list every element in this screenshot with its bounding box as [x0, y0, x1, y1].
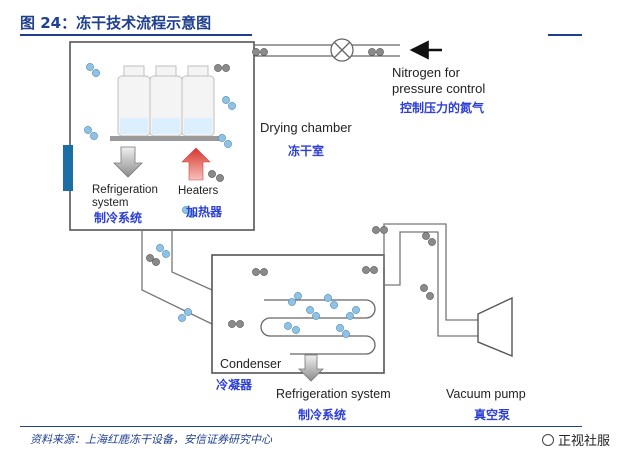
vacuum-pump [477, 296, 513, 358]
refrigeration-label-en-line1: Refrigeration [92, 184, 158, 196]
gas-molecules [146, 48, 436, 328]
refrigeration-label-en-line2: system [92, 197, 128, 209]
condenser-label-en: Condenser [220, 357, 281, 371]
nitrogen-label-en-line2: pressure control [392, 81, 485, 96]
heaters-label-cn: 加热器 [185, 204, 223, 219]
watermark: 正视社服 [541, 430, 610, 449]
title-rule-right [548, 34, 582, 36]
source-note: 资料来源：上海红鹿冻干设备，安信证券研究中心 [30, 433, 272, 446]
heaters-label-en: Heaters [178, 185, 219, 197]
nitrogen-pipe [254, 44, 400, 57]
condenser-refrigeration-arrow [298, 354, 324, 382]
refrigeration-arrow [113, 146, 143, 178]
vacuum-pump-label-en: Vacuum pump [446, 387, 526, 401]
chamber-duct [141, 230, 213, 325]
vials [117, 65, 215, 137]
condenser-refrigeration-label-en: Refrigeration system [276, 387, 391, 401]
water-molecules [84, 63, 360, 338]
wechat-icon [541, 434, 554, 446]
nitrogen-label-en-line1: Nitrogen for [392, 65, 461, 80]
drying-chamber-label-cn: 冻干室 [288, 143, 324, 158]
vacuum-line [383, 223, 478, 337]
shelf [110, 136, 222, 141]
nitrogen-label-cn: 控制压力的氮气 [400, 100, 484, 115]
watermark-text: 正视社服 [557, 434, 610, 449]
condenser-label-cn: 冷凝器 [216, 377, 253, 392]
vacuum-pump-label-cn: 真空泵 [474, 407, 510, 422]
chamber-side-bar [63, 145, 73, 191]
source-rule [20, 426, 582, 427]
figure-title: 图 24：冻干技术流程示意图 [20, 14, 212, 32]
condenser-refrigeration-label-cn: 制冷系统 [298, 407, 346, 422]
condenser-coil [260, 299, 376, 355]
condenser-box [211, 254, 385, 374]
title-rule-left [20, 34, 252, 36]
valve-icon [330, 38, 354, 62]
refrigeration-label-cn: 制冷系统 [94, 210, 142, 225]
heater-arrow [181, 147, 211, 181]
drying-chamber-label-en: Drying chamber [260, 120, 352, 135]
